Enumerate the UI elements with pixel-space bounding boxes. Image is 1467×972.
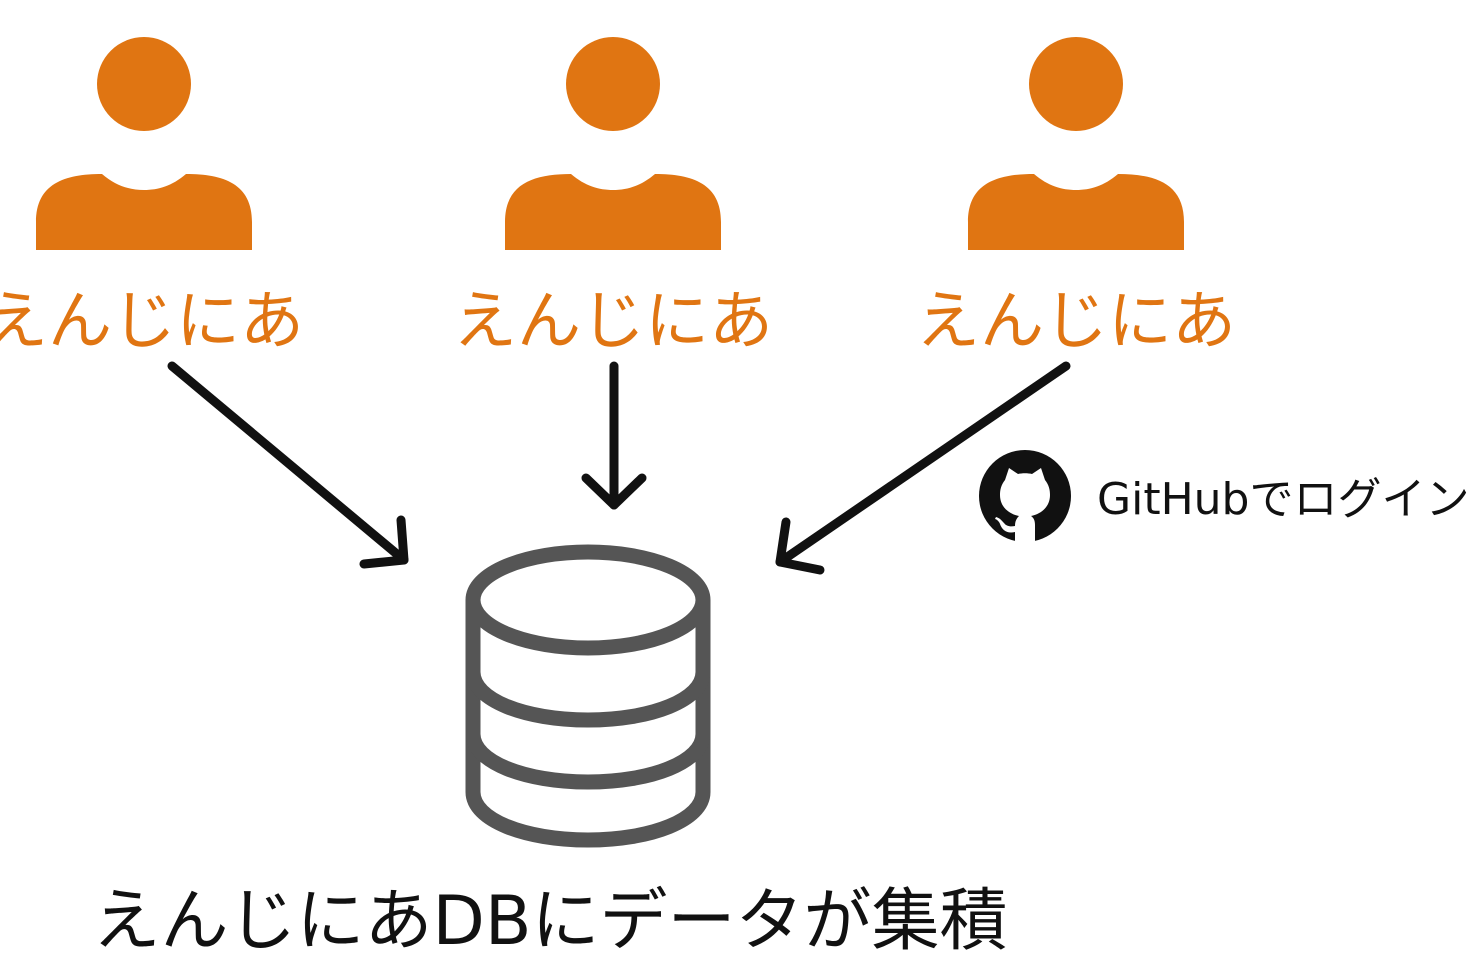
github-login: GitHubでログイン [975,450,1467,550]
user-1: えんじにあ [0,36,304,359]
user-label: えんじにあ [0,285,304,359]
user-label: えんじにあ [453,285,773,359]
user-label: えんじにあ [916,285,1236,359]
user-3: えんじにあ [916,36,1236,359]
arrow-center [581,361,647,510]
github-login-label: GitHubでログイン [1097,474,1467,525]
person-icon [36,37,252,250]
user-2: えんじにあ [453,36,773,359]
arrow-right [775,361,1071,575]
database-icon [465,544,711,848]
person-icon [505,37,721,250]
github-icon [979,450,1071,542]
caption: えんじにあDBにデータが集積 [92,882,1008,961]
person-icon [968,37,1184,250]
arrow-left [167,361,409,569]
